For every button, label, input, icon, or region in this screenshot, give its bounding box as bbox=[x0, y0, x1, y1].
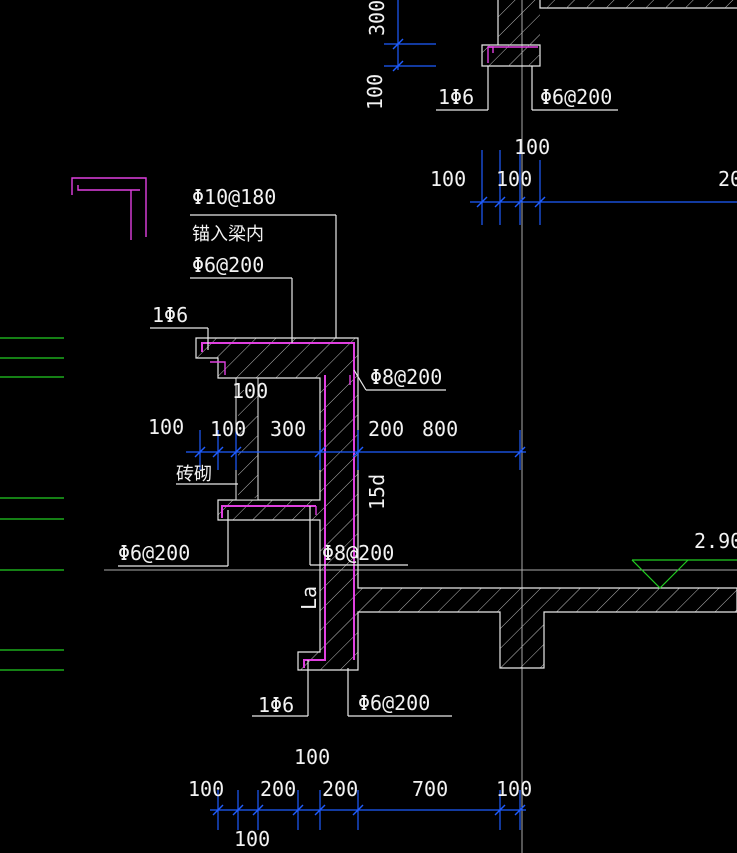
label-phi6-top-right: Φ6@200 bbox=[540, 85, 612, 109]
label-rebar-top: Φ10@180 bbox=[192, 185, 276, 209]
labels: Φ10@180 锚入梁内 Φ6@200 1Φ6 Φ8@200 100 100 1… bbox=[118, 0, 737, 851]
label-dim-200: 200 bbox=[368, 417, 404, 441]
label-dim-300: 300 bbox=[270, 417, 306, 441]
label-dim-100-bottom-top: 100 bbox=[294, 745, 330, 769]
label-dim-100-bottom-a: 100 bbox=[188, 777, 224, 801]
label-elevation: 2.90 bbox=[694, 529, 737, 553]
dimension-lines bbox=[186, 0, 737, 830]
leader-lines bbox=[118, 66, 618, 717]
label-1phi6-top-right: 1Φ6 bbox=[438, 85, 474, 109]
label-dim-100-r1: 100 bbox=[430, 167, 466, 191]
label-dim-100-inner: 100 bbox=[232, 379, 268, 403]
label-phi8-upper: Φ8@200 bbox=[370, 365, 442, 389]
label-dim-100-r2: 100 bbox=[496, 167, 532, 191]
label-la: La bbox=[297, 586, 321, 610]
label-dim-800: 800 bbox=[422, 417, 458, 441]
dimension-ticks bbox=[194, 38, 546, 816]
label-dim-100-bottom-d: 100 bbox=[234, 827, 270, 851]
label-phi6-bottom: Φ6@200 bbox=[358, 691, 430, 715]
label-dim-100-left: 100 bbox=[148, 415, 184, 439]
label-dim-700-bottom: 700 bbox=[412, 777, 448, 801]
label-dim-100-bottom-c: 100 bbox=[496, 777, 532, 801]
label-anchor-note: 锚入梁内 bbox=[192, 224, 264, 245]
canopy-concrete-section bbox=[195, 337, 737, 671]
label-15d: 15d bbox=[365, 474, 389, 510]
label-phi6-left: Φ6@200 bbox=[118, 541, 190, 565]
elevation-marker bbox=[631, 559, 737, 589]
reinforcement-bars bbox=[71, 177, 355, 668]
label-dim-200-bottom-a: 200 bbox=[260, 777, 296, 801]
label-dim-100-r3: 100 bbox=[514, 135, 550, 159]
left-green-lines bbox=[0, 337, 64, 671]
top-beam-section bbox=[481, 0, 737, 67]
label-dim-200-bottom-b: 200 bbox=[322, 777, 358, 801]
label-dim-100-top: 100 bbox=[363, 74, 387, 110]
label-dim-100-b: 100 bbox=[210, 417, 246, 441]
label-rebar-phi6-top: Φ6@200 bbox=[192, 253, 264, 277]
label-1phi6-top: 1Φ6 bbox=[152, 303, 188, 327]
label-phi8-lower: Φ8@200 bbox=[322, 541, 394, 565]
label-dim-20-r: 20 bbox=[718, 167, 737, 191]
label-dim-300-top: 300 bbox=[365, 0, 389, 36]
label-1phi6-bottom: 1Φ6 bbox=[258, 693, 294, 717]
label-brick: 砖砌 bbox=[176, 464, 212, 485]
axis-lines bbox=[104, 0, 737, 853]
